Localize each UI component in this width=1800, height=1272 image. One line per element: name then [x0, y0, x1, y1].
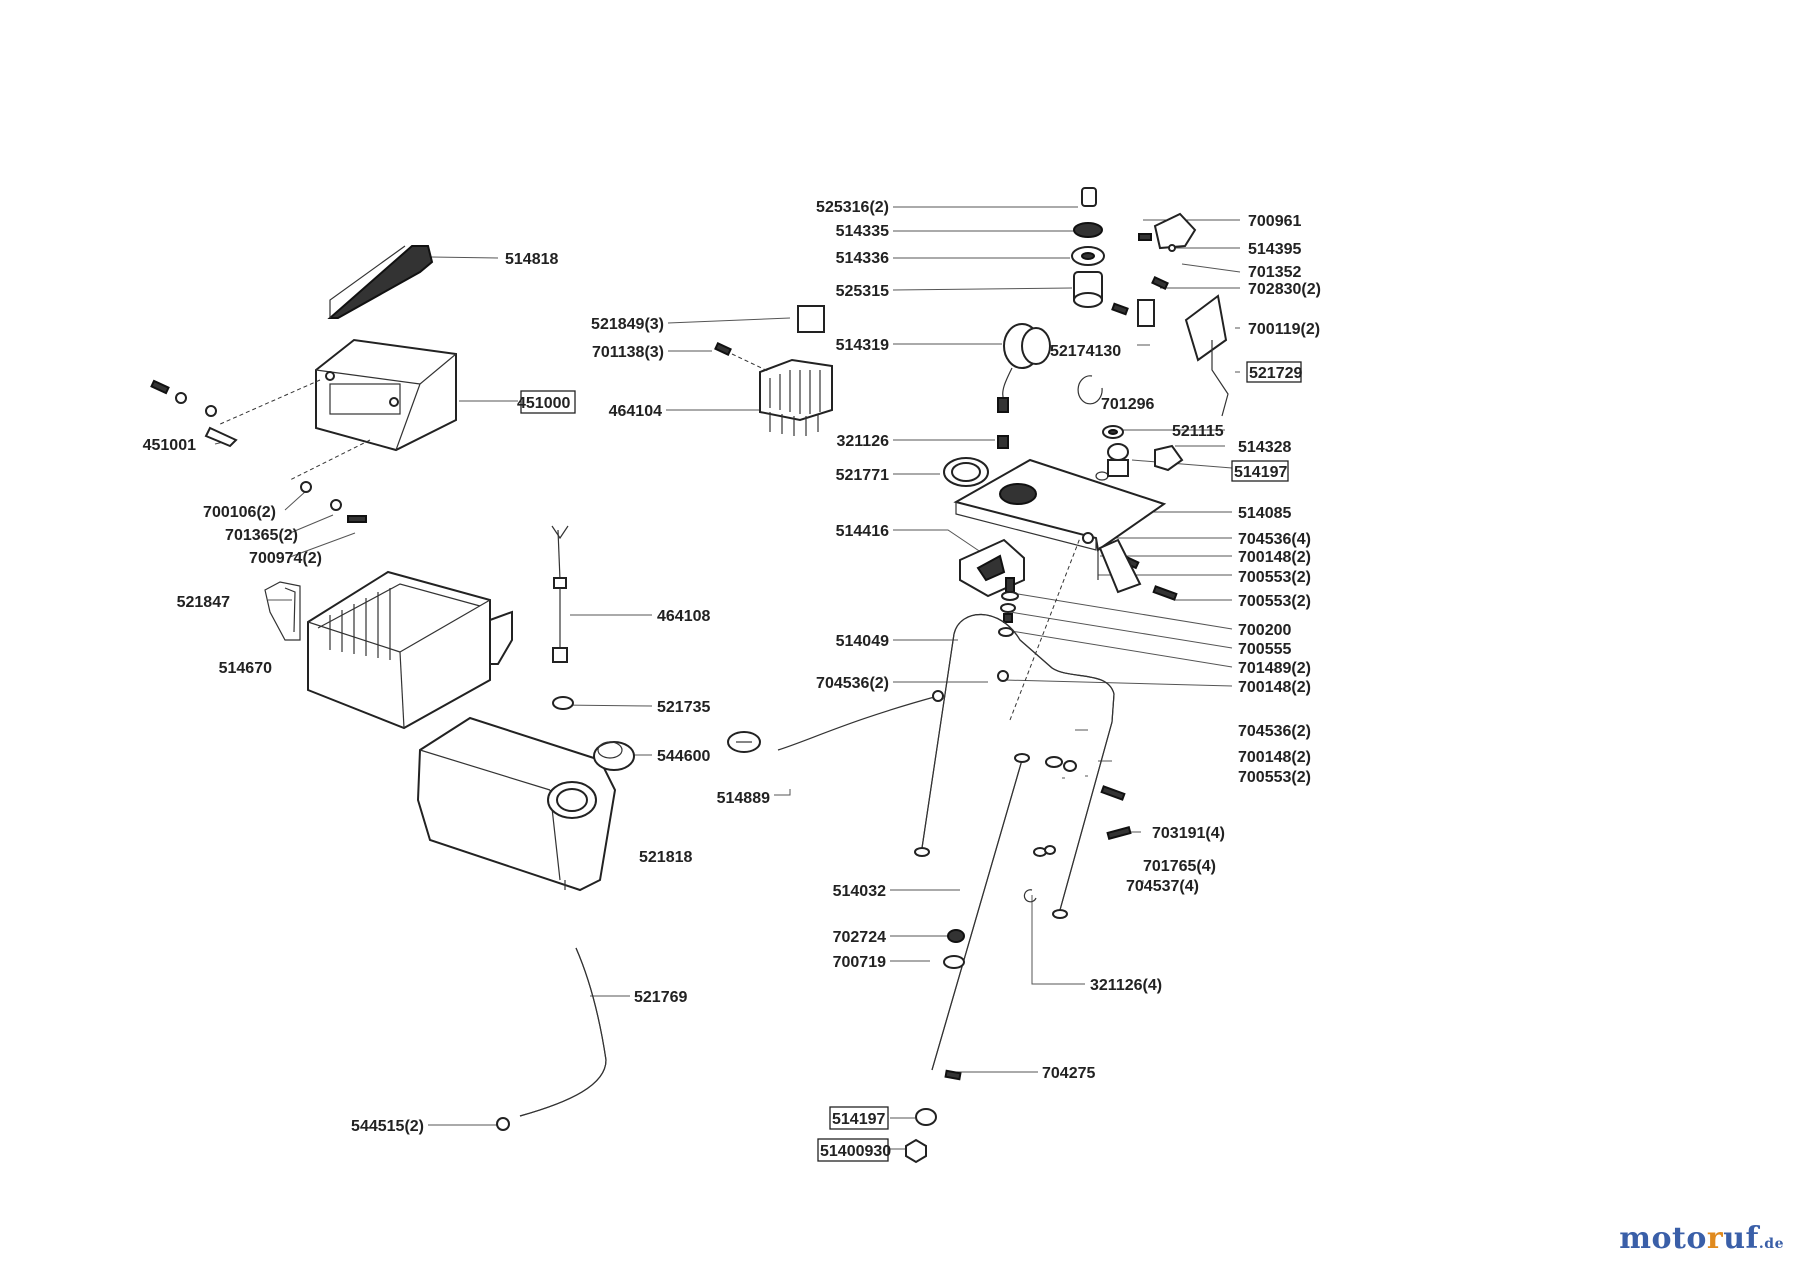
label-321126-4: 321126(4) — [1090, 977, 1162, 994]
label-700553-a: 700553(2) — [1238, 569, 1311, 586]
label-700553-b: 700553(2) — [1238, 593, 1311, 610]
label-525315: 525315 — [836, 283, 889, 300]
relay-block — [714, 305, 833, 436]
fuel-hose — [519, 947, 607, 1117]
washer-521735 — [552, 696, 574, 710]
label-704537: 704537(4) — [1126, 878, 1199, 895]
switch-hardware — [1102, 425, 1184, 477]
label-704536-2b: 704536(2) — [1238, 723, 1311, 740]
battery-tray — [307, 570, 513, 730]
control-panel — [953, 458, 1167, 580]
label-514395: 514395 — [1248, 241, 1301, 258]
label-514670: 514670 — [219, 660, 272, 677]
label-521847: 521847 — [177, 594, 230, 611]
control-rod — [931, 537, 1081, 1081]
battery — [217, 338, 457, 481]
label-700961: 700961 — [1248, 213, 1301, 230]
bracket-hardware — [1111, 212, 1197, 327]
label-514818: 514818 — [505, 251, 558, 268]
leader-lines — [214, 206, 1241, 1150]
label-514197-lower: 514197 — [832, 1111, 885, 1128]
label-704536-2a: 704536(2) — [816, 675, 889, 692]
label-514416: 514416 — [836, 523, 889, 540]
motoruf-logo: motoruf.de — [1619, 1221, 1784, 1256]
panel-fasteners — [998, 532, 1178, 637]
label-701365: 701365(2) — [225, 527, 298, 544]
label-701352: 701352 — [1248, 264, 1301, 281]
grommet-321126 — [997, 435, 1009, 449]
label-703191: 703191(4) — [1152, 825, 1225, 842]
label-51400930: 51400930 — [820, 1143, 891, 1160]
rod-hardware — [905, 929, 965, 1164]
label-700148-a: 700148(2) — [1238, 549, 1311, 566]
ignition-key — [1071, 187, 1105, 308]
label-514032: 514032 — [833, 883, 886, 900]
label-704275: 704275 — [1042, 1065, 1095, 1082]
label-700119: 700119(2) — [1248, 321, 1320, 338]
battery-hardware — [150, 379, 367, 523]
label-700974: 700974(2) — [249, 550, 322, 567]
label-521115: 521115 — [1172, 423, 1224, 440]
retaining-ring — [1077, 375, 1103, 405]
label-514085: 514085 — [1238, 505, 1291, 522]
label-514319: 514319 — [836, 337, 889, 354]
label-464108: 464108 — [657, 608, 710, 625]
label-700148-b: 700148(2) — [1238, 679, 1311, 696]
label-544515: 544515(2) — [351, 1118, 424, 1135]
tank-cap — [593, 741, 635, 771]
label-525316: 525316(2) — [816, 199, 889, 216]
boxed-labels — [520, 361, 1302, 1162]
label-514328: 514328 — [1238, 439, 1291, 456]
handle-strap — [327, 245, 434, 319]
label-321126: 321126 — [836, 433, 889, 450]
handle-frame — [914, 613, 1115, 919]
label-702830: 702830(2) — [1248, 281, 1321, 298]
label-700106: 700106(2) — [203, 504, 276, 521]
fuel-gauge — [551, 525, 569, 663]
label-704536-4: 704536(4) — [1238, 531, 1311, 548]
label-521818: 521818 — [639, 849, 692, 866]
hose-clamp — [496, 1117, 510, 1131]
label-701765: 701765(4) — [1143, 858, 1216, 875]
label-702724: 702724 — [833, 929, 886, 946]
label-521729: 521729 — [1249, 365, 1302, 382]
label-701138: 701138(3) — [592, 344, 664, 361]
label-521849: 521849(3) — [591, 316, 664, 333]
grommet-521771 — [943, 457, 989, 487]
label-514197-upper: 514197 — [1234, 464, 1287, 481]
label-464104: 464104 — [609, 403, 662, 420]
label-514335: 514335 — [836, 223, 889, 240]
label-700553-c: 700553(2) — [1238, 769, 1311, 786]
label-701489: 701489(2) — [1238, 660, 1311, 677]
throttle-bracket — [1184, 294, 1229, 417]
label-514889: 514889 — [717, 790, 770, 807]
label-701296: 701296 — [1101, 396, 1154, 413]
part-labels: 525316(2) 514335 514336 525315 700961 51… — [143, 199, 1321, 1160]
label-52174130: 52174130 — [1050, 343, 1121, 360]
label-700555: 700555 — [1238, 641, 1291, 658]
label-700719: 700719 — [833, 954, 886, 971]
label-451000: 451000 — [517, 395, 570, 412]
fuel-tank — [416, 716, 617, 892]
label-521769: 521769 — [634, 989, 687, 1006]
label-514336: 514336 — [836, 250, 889, 267]
label-521771: 521771 — [836, 467, 889, 484]
label-700200: 700200 — [1238, 622, 1291, 639]
label-521735: 521735 — [657, 699, 710, 716]
ground-cable — [727, 690, 944, 753]
frame-hardware — [1023, 756, 1132, 903]
label-451001: 451001 — [143, 437, 196, 454]
hour-meter — [997, 323, 1051, 413]
label-514049: 514049 — [836, 633, 889, 650]
label-544600: 544600 — [657, 748, 710, 765]
label-700148-c: 700148(2) — [1238, 749, 1311, 766]
clip-521847 — [264, 581, 301, 641]
